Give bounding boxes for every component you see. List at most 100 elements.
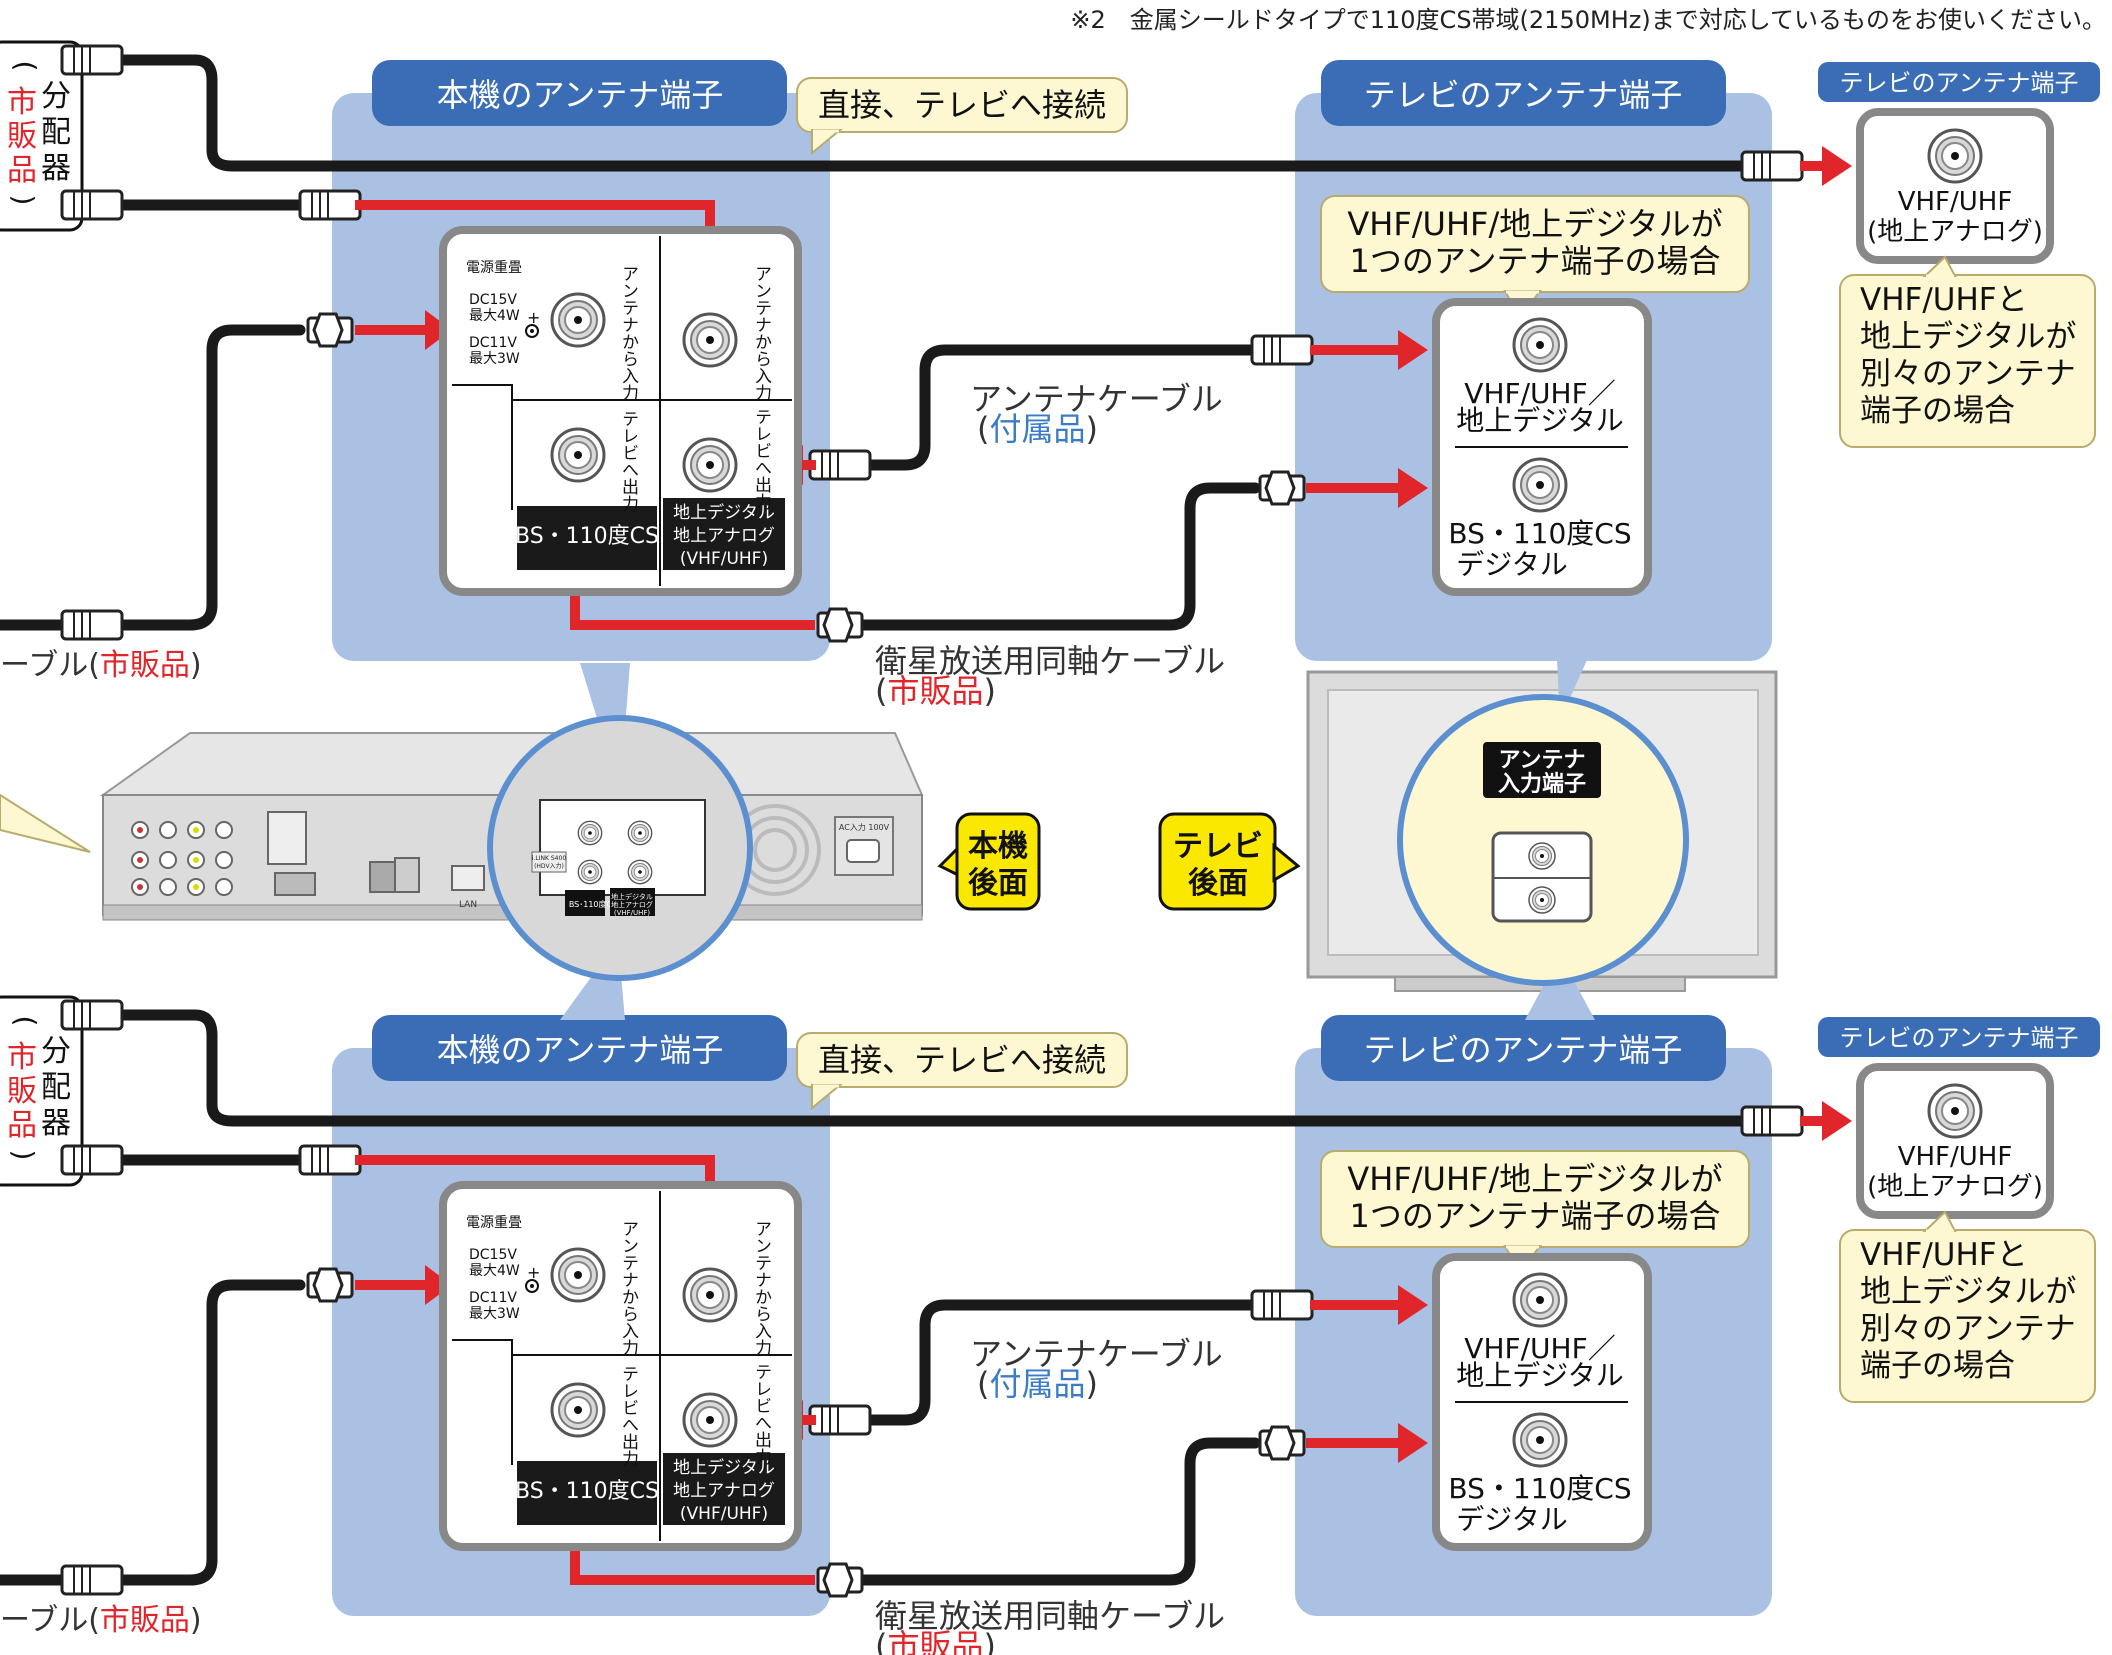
bs-in-terminal: [550, 292, 606, 348]
sep-callout-3: 端子の場合: [1860, 393, 2015, 429]
arrowhead: [425, 310, 452, 350]
terr-band-plate: [663, 1453, 785, 1525]
tv-header: テレビのアンテナ端子: [1364, 76, 1683, 114]
footnote: ※2 金属シールドタイプで110度CS帯域(2150MHz)まで対応しているもの…: [1070, 6, 2106, 34]
bs-out-label: テレビへ出力: [618, 1365, 639, 1467]
vendor-label: 市販品: [100, 648, 190, 683]
splitter-box: [0, 995, 84, 1187]
lan-label: LAN: [459, 900, 477, 910]
recorder-rear-illustration: LAN AC入力 100V: [99, 732, 924, 921]
terr-in-label: アンテナから入力: [751, 265, 772, 401]
tv-top-label-2: 地上デジタル: [1456, 1359, 1623, 1392]
satellite-cable: [856, 1437, 1261, 1586]
mini-terr-1: 地上デジタル: [611, 892, 653, 901]
direct-cable: [114, 54, 1751, 172]
cable-plug: [60, 189, 124, 221]
unit-rear-line1: 本機: [968, 829, 1028, 864]
sat-cable-sub: (市販品): [875, 672, 996, 710]
vendor-label: 市販品: [887, 1627, 983, 1655]
paren: ): [1086, 1365, 1098, 1403]
antenna-cable: [856, 1299, 1261, 1426]
terr-in-terminal: [682, 1267, 738, 1323]
terr-band-3: (VHF/UHF): [680, 549, 768, 569]
terr-band-2: 地上アナログ: [673, 1481, 775, 1501]
terr-out-label: テレビへ出力: [751, 1363, 772, 1465]
wiring-panel-bottom: 本機のアンテナ端子テレビのアンテナ端子テレビのアンテナ端子(市販品)分配器直接、…: [0, 995, 2100, 1655]
sep-callout-2: 別々のアンテナ: [1860, 356, 2076, 392]
tv-top-label-2: 地上デジタル: [1456, 404, 1623, 437]
sep-callout-1: 地上デジタルが: [1860, 1274, 2076, 1310]
power-title: 電源重畳: [466, 260, 522, 276]
splitter-vendor-0: 市: [7, 85, 37, 120]
sep-label-1: VHF/UHF: [1898, 187, 2013, 217]
ilink-2: (HDV入力): [534, 862, 564, 870]
splitter-paren-close: ): [7, 1150, 40, 1161]
terr-in-terminal: [682, 312, 738, 368]
cable-plug: [60, 609, 124, 641]
tv-bottom-label-2: デジタル: [1456, 1503, 1567, 1536]
bs-out-terminal: [550, 427, 606, 483]
tv-bottom-label-1: BS・110度CS: [1448, 517, 1631, 550]
terr-band-2: 地上アナログ: [673, 526, 775, 546]
bs-out-label: テレビへ出力: [618, 410, 639, 512]
single-callout-2: 1つのアンテナ端子の場合: [1349, 242, 1720, 280]
accessory-label: 付属品: [989, 410, 1085, 448]
cable-plug: [1250, 1289, 1314, 1321]
mini-bs-label: BS･110度CS: [569, 899, 617, 909]
arrowhead: [425, 1265, 452, 1305]
tv-rear-illustration: アンテナ 入力端子: [1306, 620, 1778, 1020]
left-cable-text: ーブル(: [0, 1603, 100, 1638]
cable-plug: [60, 44, 124, 76]
sep-callout-1: 地上デジタルが: [1860, 319, 2076, 355]
tv-top-label-1: VHF/UHF／: [1464, 377, 1615, 410]
arrowhead: [1398, 1423, 1428, 1463]
sep-terminal-box: [1856, 108, 2054, 264]
tv-header: テレビのアンテナ端子: [1364, 1031, 1683, 1069]
terr-band-3: (VHF/UHF): [680, 1504, 768, 1524]
tv-antenna-line1: アンテナ: [1498, 748, 1585, 773]
power-w4: 最大4W: [469, 308, 520, 324]
tv-bottom-label-1: BS・110度CS: [1448, 1472, 1631, 1505]
cable-plug: [1250, 334, 1314, 366]
paren: ): [984, 1627, 996, 1655]
sep-callout-0: VHF/UHFと: [1860, 1237, 2028, 1273]
sep-callout-0: VHF/UHFと: [1860, 282, 2028, 318]
terr-out-label: テレビへ出力: [751, 408, 772, 510]
splitter-paren-open: (: [9, 61, 42, 72]
splitter-vendor-1: 販: [7, 1074, 37, 1109]
power-dc11: DC11V: [469, 1290, 517, 1306]
direct-cable: [114, 1009, 1751, 1127]
splitter-name-1: 配: [41, 1070, 71, 1105]
bs-out-terminal: [550, 1382, 606, 1438]
unit-rear-line2: 後面: [968, 866, 1028, 901]
accessory-label: 付属品: [989, 1365, 1085, 1403]
sep-label-2: (地上アナログ): [1867, 217, 2043, 247]
vendor-label: 市販品: [100, 1603, 190, 1638]
arrowhead: [1822, 1101, 1852, 1141]
bs-in-label: アンテナから入力: [618, 265, 639, 401]
svg-text:+: +: [527, 1263, 540, 1282]
tv-top-label-1: VHF/UHF／: [1464, 1332, 1615, 1365]
single-callout-2: 1つのアンテナ端子の場合: [1349, 1197, 1720, 1235]
arrowhead: [1398, 330, 1428, 370]
arrowhead: [1398, 468, 1428, 508]
ilink-1: i.LINK S400: [532, 855, 566, 862]
sep-label-2: (地上アナログ): [1867, 1172, 2043, 1202]
bs-band: BS・110度CS: [515, 1479, 659, 1504]
tv-bs-terminal: [1512, 457, 1568, 513]
unit-header-pill: [372, 60, 787, 126]
sat-cable-sub: (市販品): [875, 1627, 996, 1655]
single-callout-1: VHF/UHF/地上デジタルが: [1347, 1160, 1722, 1198]
splitter-name-0: 分: [41, 79, 71, 114]
sat-cable-label: 衛星放送用同軸ケーブル: [875, 1597, 1225, 1635]
tv-header-pill: [1321, 60, 1726, 126]
direct-callout: 直接、テレビへ接続: [818, 1041, 1106, 1079]
terr-band-1: 地上デジタル: [673, 502, 775, 523]
sep-header-pill: [1818, 62, 2100, 102]
arrowhead: [1398, 1285, 1428, 1325]
sep-callout-2: 別々のアンテナ: [1860, 1311, 2076, 1347]
splitter-box: [0, 40, 84, 232]
left-pointer: [0, 793, 91, 853]
